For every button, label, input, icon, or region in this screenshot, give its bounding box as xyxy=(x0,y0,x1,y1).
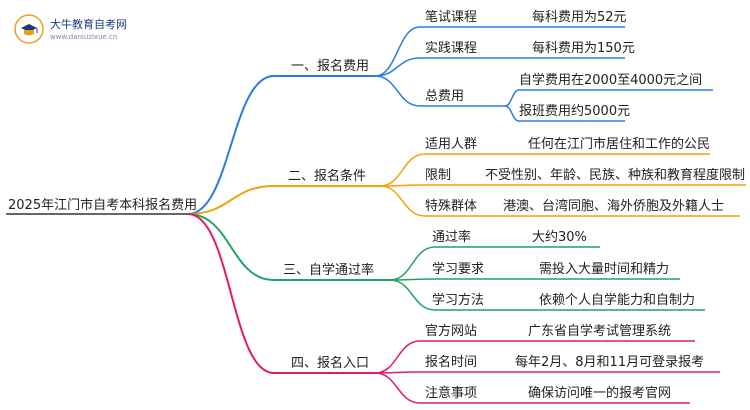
b4-child-3-connector xyxy=(374,372,421,404)
b1-leaf-1: 每科费用为52元 xyxy=(532,10,627,25)
site-logo: 大牛教育自考网 www.daniuzixue.cn xyxy=(14,12,164,50)
b2-child-1: 适用人群 xyxy=(425,137,478,152)
book-mortarboard-icon xyxy=(14,14,44,44)
b3-leaf-2: 需投入大量时间和精力 xyxy=(539,262,670,277)
b1-leaf-3: 自学费用在2000至4000元之间 xyxy=(519,73,703,88)
b4-leaf-1: 广东省自学考试管理系统 xyxy=(528,324,672,339)
b4-leaf-3: 确保访问唯一的报考官网 xyxy=(528,386,672,401)
branch-4-label: 四、报名入口 xyxy=(291,356,370,371)
b4-leaf-2: 每年2月、8月和11月可登录报考 xyxy=(515,355,705,370)
branch-2-connector xyxy=(187,185,275,215)
b2-child-1-connector xyxy=(379,153,426,187)
b3-leaf-1: 大约30% xyxy=(532,230,587,245)
branch-1-connector xyxy=(187,75,275,215)
branch-3-label: 三、自学通过率 xyxy=(283,263,375,278)
b2-leaf-1: 任何在江门市居住和工作的公民 xyxy=(528,137,711,152)
b3-child-1: 通过率 xyxy=(432,230,472,245)
b2-child-3: 特殊群体 xyxy=(425,199,478,214)
b2-leaf-3: 港澳、台湾同胞、海外侨胞及外籍人士 xyxy=(503,199,725,214)
root-topic: 2025年江门市自考本科报名费用 xyxy=(8,198,198,213)
logo-name: 大牛教育自考网 xyxy=(50,18,127,31)
b1-child-2-connector xyxy=(374,57,421,77)
b1-leaf-2-connector xyxy=(504,105,520,122)
b3-child-3-connector xyxy=(389,279,436,311)
branch-3-connector xyxy=(187,213,275,281)
b4-child-2: 报名时间 xyxy=(425,355,478,370)
b1-leaf-1-connector xyxy=(504,89,520,107)
b3-child-1-connector xyxy=(389,246,436,281)
b2-child-3-connector xyxy=(379,185,426,217)
b2-child-2: 限制 xyxy=(425,168,452,183)
branch-1-label: 一、报名费用 xyxy=(291,59,370,74)
b3-child-3: 学习方法 xyxy=(432,293,485,308)
b3-leaf-3: 依赖个人自学能力和自制力 xyxy=(539,293,696,308)
b4-child-3: 注意事项 xyxy=(425,386,478,401)
branch-2-label: 二、报名条件 xyxy=(288,169,367,184)
b2-leaf-2: 不受性别、年龄、民族、种族和教育程度限制 xyxy=(485,168,746,183)
b1-child-2: 实践课程 xyxy=(425,41,478,56)
b4-child-1: 官方网站 xyxy=(425,324,478,339)
branch-4-connector xyxy=(187,213,275,374)
logo-url: www.daniuzixue.cn xyxy=(50,33,118,41)
b1-child-1-connector xyxy=(374,26,421,77)
b4-child-1-connector xyxy=(374,340,421,374)
b1-child-1: 笔试课程 xyxy=(425,10,478,25)
b1-child-3: 总费用 xyxy=(425,89,465,104)
b3-child-2: 学习要求 xyxy=(432,262,485,277)
b1-leaf-4: 报班费用约5000元 xyxy=(519,104,631,119)
b1-child-3-connector xyxy=(374,75,421,107)
b1-leaf-2: 每科费用为150元 xyxy=(532,41,635,56)
